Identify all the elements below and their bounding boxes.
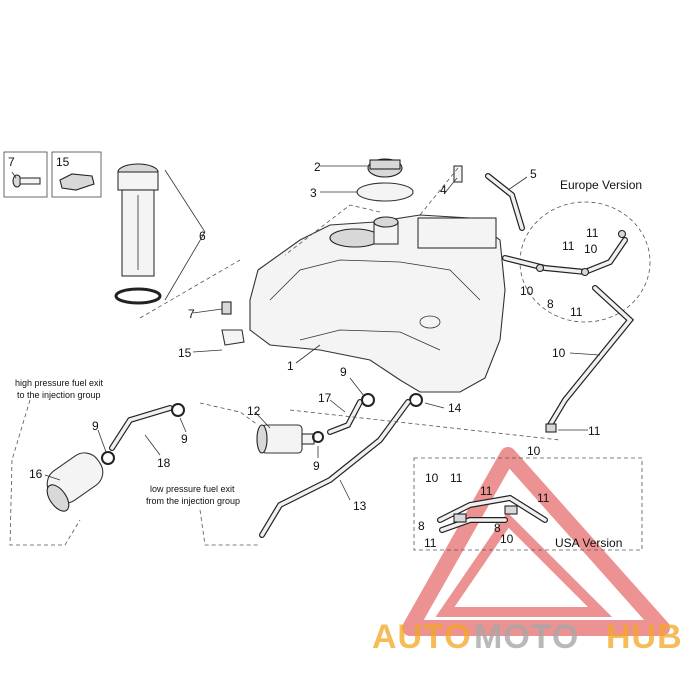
europe-version-label: Europe Version — [560, 178, 642, 192]
callout-11-eu-a: 11 — [586, 226, 599, 240]
callout-10-eu-a: 10 — [584, 242, 598, 256]
callout-11-usa-d: 11 — [424, 536, 437, 550]
watermark-logo-triangle — [402, 447, 670, 636]
callout-11-eu-c: 11 — [570, 305, 583, 319]
callout-7-tank: 7 — [188, 307, 195, 321]
callout-16: 16 — [29, 467, 43, 481]
callout-11-eu-b: 11 — [562, 239, 575, 253]
leader-6 — [164, 169, 206, 301]
vent-fitting — [453, 165, 463, 183]
callout-8-usa-a: 8 — [418, 519, 425, 533]
inset-box-7 — [3, 151, 48, 198]
callout-10-usa-b: 10 — [527, 444, 541, 458]
clip-15 — [221, 329, 245, 346]
bolt-7 — [221, 301, 232, 315]
callout-9-a: 9 — [340, 365, 347, 379]
callout-9-d: 9 — [92, 419, 99, 433]
callout-9-c: 9 — [181, 432, 188, 446]
callout-15-tank: 15 — [178, 346, 192, 360]
inset-box-15 — [51, 151, 102, 198]
europe-detail-outline — [519, 201, 651, 323]
fuel-pump-16 — [46, 452, 104, 512]
note-high-pressure-line2: to the injection group — [17, 390, 101, 400]
note-low-pressure-line1: low pressure fuel exit — [150, 484, 235, 494]
callout-11-usa-b: 11 — [480, 484, 493, 498]
callout-18: 18 — [157, 456, 171, 470]
watermark-auto: AUTO — [372, 618, 472, 656]
fuel-hose-13 — [259, 399, 411, 538]
usa-version-label: USA Version — [555, 536, 622, 550]
usa-hose-detail — [437, 494, 548, 533]
callout-10-eu-b: 10 — [520, 284, 534, 298]
callout-5: 5 — [530, 167, 537, 181]
europe-hose-detail — [502, 229, 628, 277]
callout-17: 17 — [318, 391, 332, 405]
fuel-pump-assembly — [114, 163, 162, 305]
callout-10-main: 10 — [552, 346, 566, 360]
callout-11-main: 11 — [588, 424, 601, 438]
fuel-tank — [249, 214, 506, 393]
callout-10-usa-a: 10 — [425, 471, 439, 485]
note-low-pressure-line2: from the injection group — [146, 496, 240, 506]
callout-9-b: 9 — [313, 459, 320, 473]
callout-1: 1 — [287, 359, 294, 373]
fuel-cap — [367, 158, 403, 178]
callout-15: 15 — [56, 155, 70, 169]
watermark-hub: HUB — [606, 618, 683, 656]
usa-detail-outline — [413, 457, 643, 551]
watermark-logo-text: AUTO MOTO HUB — [372, 618, 683, 656]
note-high-pressure-line1: high pressure fuel exit — [15, 378, 104, 388]
callout-8-eu: 8 — [547, 297, 554, 311]
callout-8-usa-b: 8 — [494, 521, 501, 535]
callout-14: 14 — [448, 401, 462, 415]
callout-10-usa-c: 10 — [500, 532, 514, 546]
callout-7: 7 — [8, 155, 15, 169]
callout-2: 2 — [314, 160, 321, 174]
clip-icon — [59, 173, 95, 191]
watermark-moto: MOTO — [474, 618, 579, 656]
callout-13: 13 — [353, 499, 367, 513]
callout-11-usa-a: 11 — [450, 471, 463, 485]
callout-3: 3 — [310, 186, 317, 200]
callout-6: 6 — [199, 229, 206, 243]
fuel-hose-18 — [109, 405, 173, 451]
callout-12: 12 — [247, 404, 261, 418]
callout-4: 4 — [440, 183, 447, 197]
screw-icon — [12, 174, 41, 188]
callout-11-usa-c: 11 — [537, 491, 550, 505]
fuel-filter — [256, 424, 315, 454]
leader-6-dash — [139, 259, 241, 319]
